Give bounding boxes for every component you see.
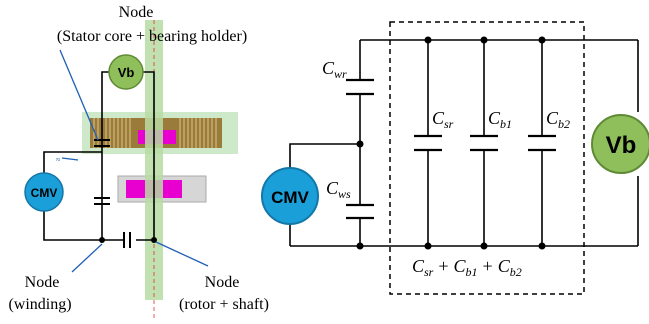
cws-sub: ws: [338, 187, 351, 201]
csr-sub: sr: [444, 117, 454, 131]
cmv-right-label: CMV: [271, 188, 309, 207]
left-capacitors: [94, 139, 131, 248]
small-ground-marker: ≈: [56, 155, 61, 164]
cmv-right-circle: [261, 167, 319, 225]
sum-c1-sub: sr: [424, 265, 434, 279]
cwr-sub: wr: [334, 67, 347, 81]
sum-c2-main: C: [454, 256, 467, 276]
cmv-left-label: CMV: [31, 186, 58, 200]
node-left-description: (winding): [8, 296, 71, 313]
left-circuit-wires: [43, 71, 155, 241]
node-top-title: Node: [119, 4, 154, 21]
vb-right-label: Vb: [606, 132, 637, 159]
vb-source-left: Vb: [108, 54, 144, 90]
left-leader-lines: [59, 49, 209, 273]
node-top-description: (Stator core + bearing holder): [57, 28, 247, 45]
sum-c2-sub: b1: [466, 265, 478, 279]
label-cb1: Cb1: [488, 108, 512, 131]
sum-plus-1: +: [438, 256, 448, 276]
motor-cross-section: [82, 20, 238, 318]
cmv-source-right: CMV: [261, 167, 319, 225]
label-cwr: Cwr: [322, 58, 347, 81]
node-right-title: Node: [205, 274, 240, 291]
label-cws: Cws: [326, 178, 351, 201]
sum-plus-2: +: [483, 256, 493, 276]
vb-left-circle: [108, 54, 144, 90]
sum-c3-main: C: [498, 256, 511, 276]
cb2-sub: b2: [558, 117, 570, 131]
cb2-main: C: [546, 108, 559, 128]
cmv-source-left: CMV: [24, 172, 64, 212]
right-junction-dots: [356, 36, 546, 250]
cws-main: C: [326, 178, 339, 198]
cwr-main: C: [322, 58, 335, 78]
label-equivalent-sum: Csr+Cb1+Cb2: [412, 256, 522, 279]
equivalent-capacitance-box: [389, 21, 585, 295]
vb-left-label: Vb: [118, 65, 135, 80]
csr-main: C: [432, 108, 445, 128]
label-csr: Csr: [432, 108, 454, 131]
stator-laminations: [93, 118, 217, 148]
vb-source-right: Vb: [591, 114, 649, 174]
right-circuit-wires: [289, 39, 639, 247]
cmv-left-circle: [24, 172, 64, 212]
sum-c3-sub: b2: [510, 265, 522, 279]
cb1-main: C: [488, 108, 501, 128]
label-cb2: Cb2: [546, 108, 570, 131]
cb1-sub: b1: [500, 117, 512, 131]
left-junction-dots: [99, 237, 157, 243]
vb-right-circle: [591, 114, 649, 174]
node-right-description: (rotor + shaft): [179, 296, 269, 313]
node-left-title: Node: [25, 274, 60, 291]
sum-c1-main: C: [412, 256, 425, 276]
right-capacitor-plates: [346, 78, 556, 220]
